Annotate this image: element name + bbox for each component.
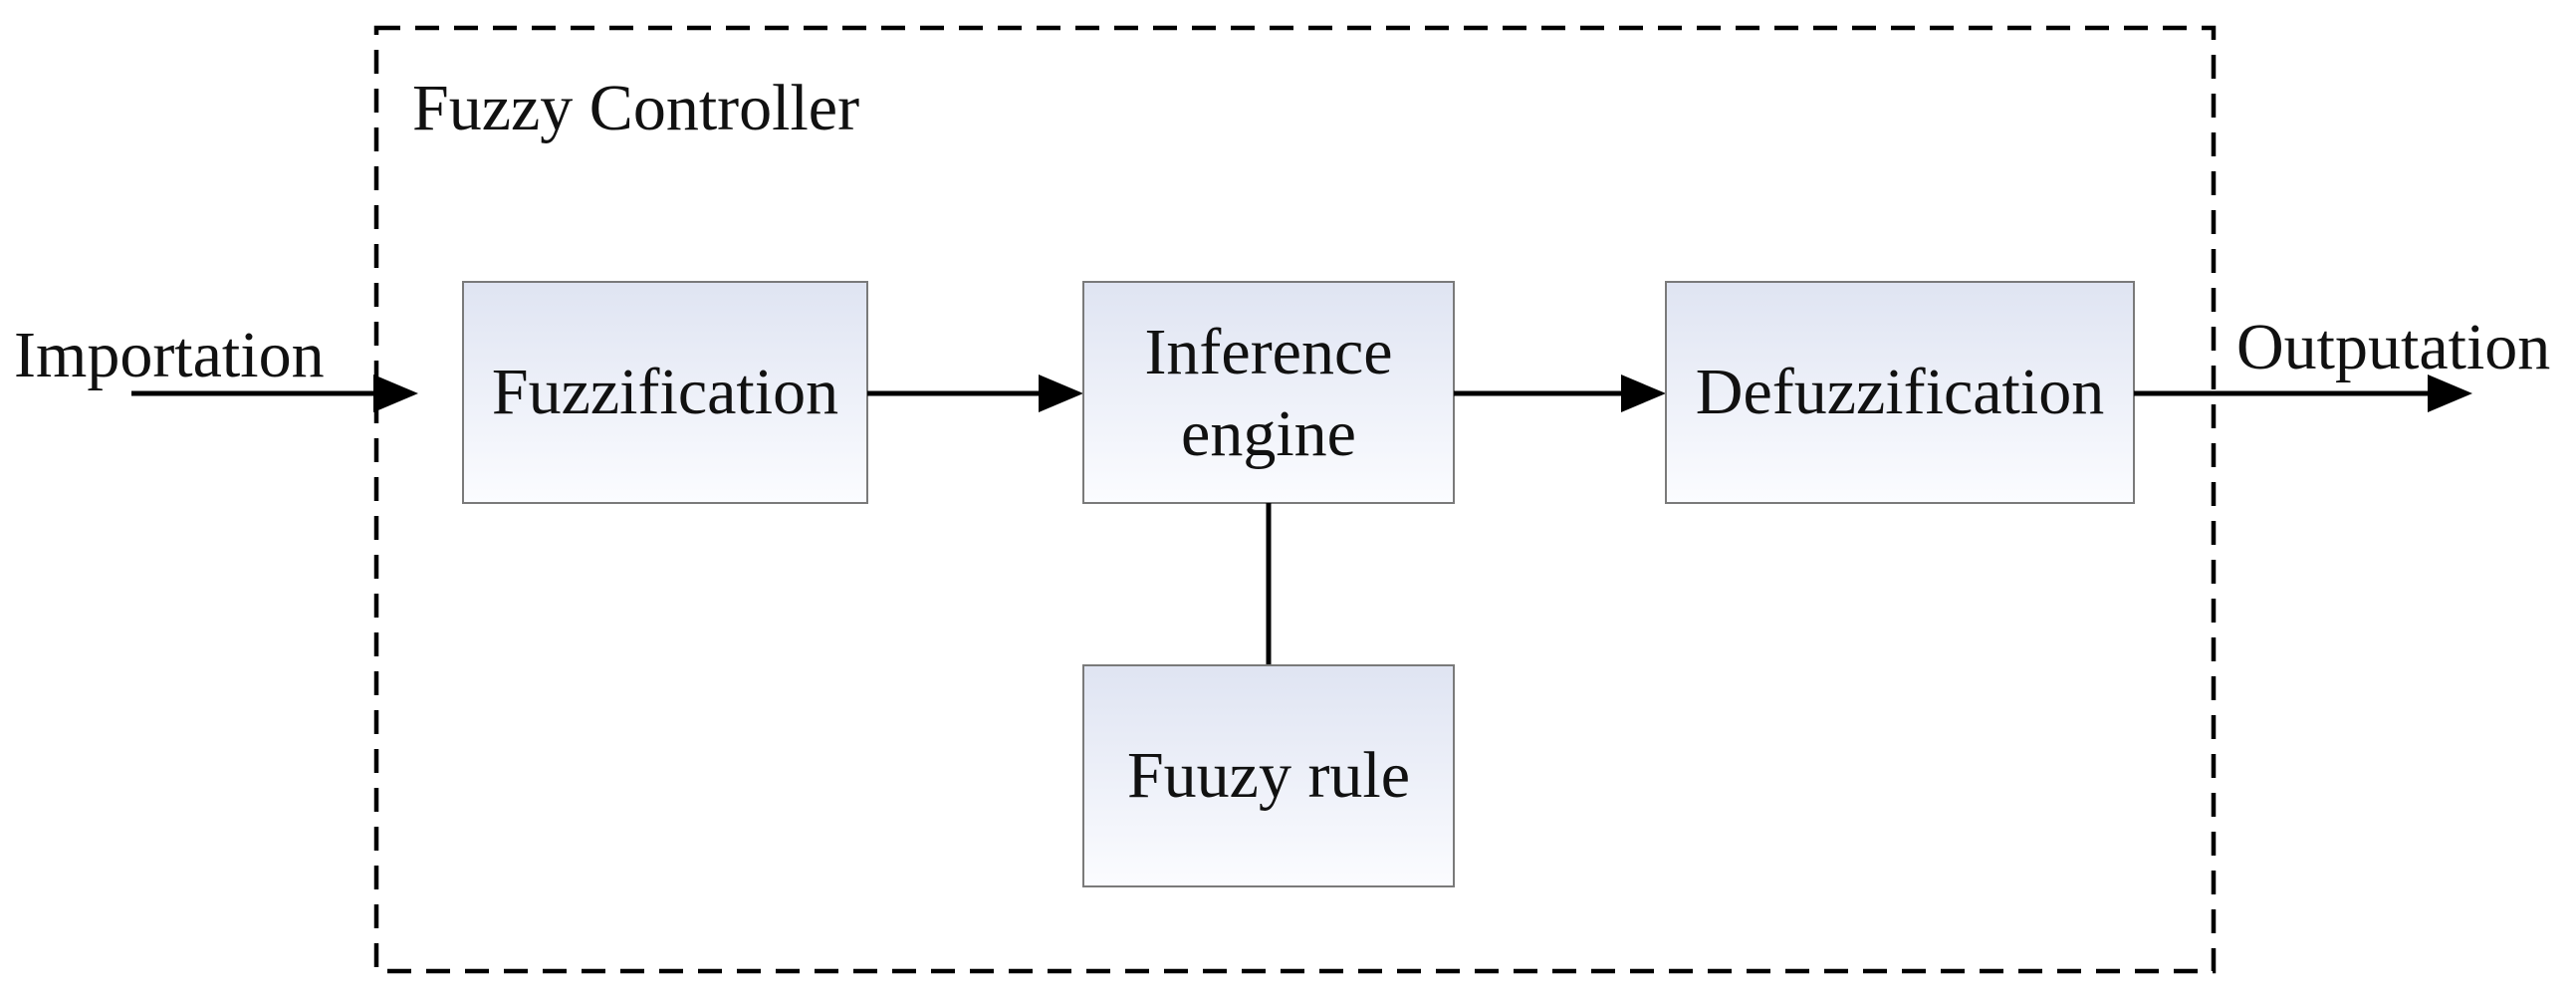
controller-title: Fuzzy Controller (412, 72, 859, 144)
fuzzification-block (462, 281, 868, 504)
inference-engine-label-line1: Inference (1144, 316, 1392, 388)
fuzzification-to-inference-arrowhead (1039, 375, 1083, 412)
output-arrowhead (2428, 375, 2472, 412)
input-arrowhead (373, 375, 418, 412)
input-label: Importation (14, 319, 325, 391)
fuzzy-rule-label: Fuuzy rule (1127, 739, 1410, 812)
fuzzy-rule-block (1082, 664, 1455, 887)
inference-engine-label-line2: engine (1181, 397, 1356, 470)
inference-engine-block (1082, 281, 1455, 504)
inference-to-defuzzification-arrowhead (1621, 375, 1666, 412)
defuzzification-block (1665, 281, 2135, 504)
defuzzification-label: Defuzzification (1696, 356, 2104, 428)
controller-boundary (373, 25, 2217, 974)
output-label: Outputation (2236, 311, 2550, 383)
fuzzification-label: Fuzzification (492, 356, 838, 428)
